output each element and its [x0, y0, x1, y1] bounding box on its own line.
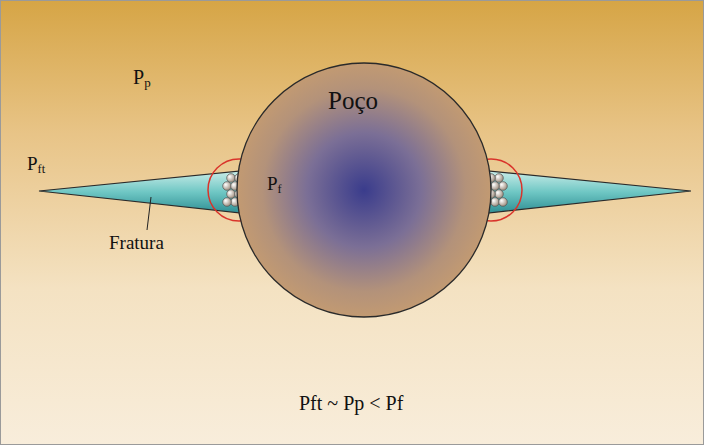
well-label: Poço	[328, 88, 378, 113]
wellbore-circle: PoçoPf	[236, 62, 492, 318]
pressure-symbol: Pp	[133, 67, 151, 89]
pressure-symbol: Pf	[267, 174, 282, 195]
pressure-relation: Pft ~ Pp < Pf	[299, 393, 403, 413]
fracture-label: Fratura	[109, 233, 164, 252]
pressure-symbol: Pft	[27, 154, 45, 175]
